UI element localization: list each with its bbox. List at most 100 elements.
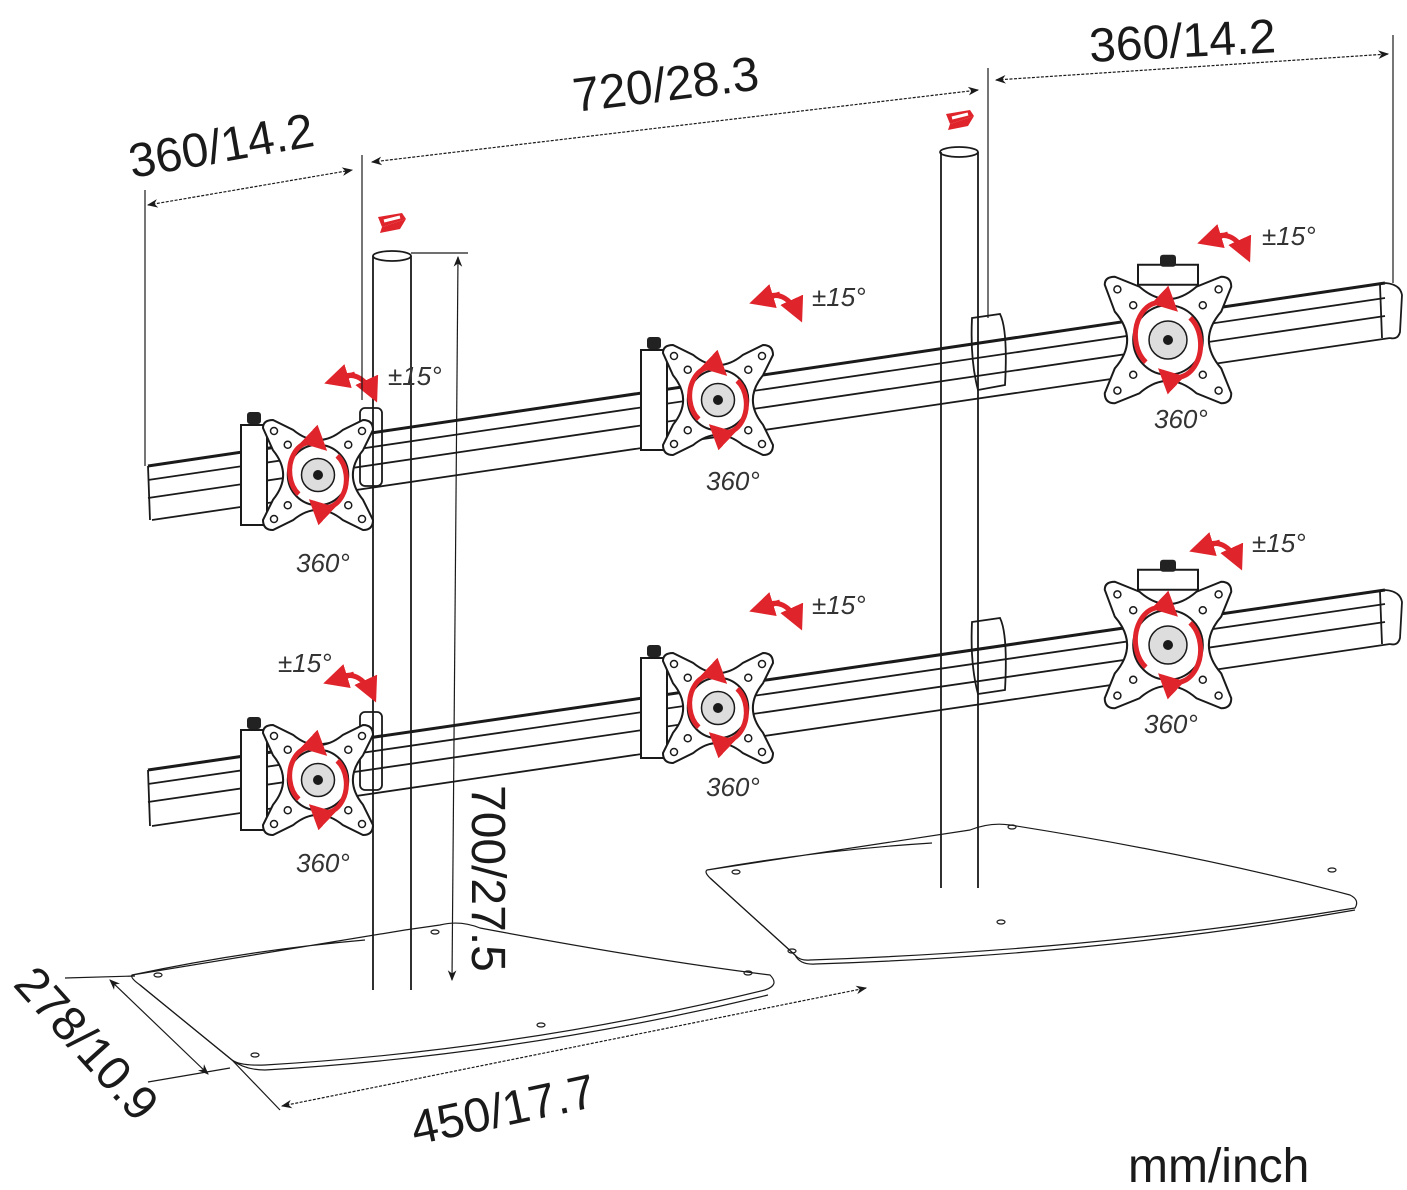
mount-bracket xyxy=(1137,263,1199,286)
screw-hole xyxy=(1128,675,1138,685)
base-width-dimension-arrow xyxy=(280,985,868,1109)
knob-icon xyxy=(247,717,261,729)
rotate-360-icon xyxy=(287,729,328,802)
screw-hole xyxy=(357,426,367,436)
rotation-label: 360° xyxy=(706,466,760,496)
screw-hole xyxy=(669,659,679,669)
screw-hole xyxy=(344,806,353,815)
tilt-label: ±15° xyxy=(1262,221,1316,251)
rotation-label: 360° xyxy=(1144,709,1198,739)
tilt-icon xyxy=(324,364,356,389)
rotate-360-icon xyxy=(708,378,749,451)
tilt-label: ±15° xyxy=(1252,528,1306,558)
tilt-icon xyxy=(749,592,781,617)
screw-hole xyxy=(669,439,679,449)
screw-hole xyxy=(269,819,279,829)
screw-hole xyxy=(757,351,767,361)
screw-hole xyxy=(1113,691,1122,700)
rotate-360-icon xyxy=(308,453,349,526)
pole-spacing-dimension-arrow xyxy=(370,86,980,166)
hub-center xyxy=(713,395,723,405)
knob-icon xyxy=(247,412,261,424)
rotate-360-icon xyxy=(308,758,349,831)
screw-hole xyxy=(1198,605,1208,615)
screw-hole xyxy=(669,351,679,361)
hub-center xyxy=(313,470,323,480)
screw-hole xyxy=(344,501,353,510)
screw-hole xyxy=(683,365,692,374)
knob-icon xyxy=(647,645,661,657)
screw-hole xyxy=(683,673,692,682)
unit-label: mm/inch xyxy=(1128,1140,1309,1190)
screw-hole xyxy=(757,659,767,669)
rotation-label: 360° xyxy=(296,848,350,878)
screw-hole xyxy=(1214,691,1223,700)
right-arm-dimension-label: 360/14.2 xyxy=(1088,10,1277,73)
tilt-label: ±15° xyxy=(812,282,866,312)
rotate-360-icon xyxy=(287,424,328,497)
right-pole-clamps xyxy=(970,313,1007,696)
screw-hole xyxy=(357,731,367,741)
rotate-360-icon xyxy=(687,349,728,422)
screw-hole xyxy=(757,439,767,449)
rotate-360-icon xyxy=(1158,621,1204,700)
screw-hole xyxy=(1214,590,1223,599)
screw-hole xyxy=(757,747,767,757)
screw-hole xyxy=(283,806,292,815)
knob-icon xyxy=(1160,254,1176,267)
rotate-360-icon xyxy=(687,657,728,730)
screw-hole xyxy=(344,745,353,754)
tilt-icon xyxy=(749,284,781,309)
screw-hole xyxy=(1214,386,1223,395)
mount-top-center: ±15° 360° xyxy=(640,282,866,496)
hub-center xyxy=(1163,335,1173,345)
screw-hole xyxy=(283,440,292,449)
vesa-mounts: ±15° 360° ±15° 360° ±15° 360° ±15° 360° ±15° 360°… xyxy=(240,221,1316,878)
mount-top-right: ±15° 360° xyxy=(1103,221,1316,434)
screw-hole xyxy=(1113,285,1122,294)
rotate-360-icon xyxy=(1132,285,1178,364)
rotation-label: 360° xyxy=(296,548,350,578)
mount-bracket xyxy=(240,729,268,831)
screw-hole xyxy=(669,747,679,757)
pole-spacing-dimension-label: 720/28.3 xyxy=(570,48,762,123)
screw-hole xyxy=(344,440,353,449)
left-arm-dimension-arrow xyxy=(146,167,354,208)
tilt-icon xyxy=(323,664,355,689)
right-pole xyxy=(939,146,979,888)
screw-hole xyxy=(283,745,292,754)
left-arm-dimension-label: 360/14.2 xyxy=(125,104,318,189)
screw-hole xyxy=(269,514,279,524)
rotation-label: 360° xyxy=(1154,404,1208,434)
knob-icon xyxy=(647,337,661,349)
pole-height-dimension-arrow xyxy=(447,255,463,982)
screw-hole xyxy=(744,426,753,435)
rotate-360-icon xyxy=(708,686,749,759)
dimension-lines xyxy=(64,35,1394,1111)
mount-bracket xyxy=(240,424,268,526)
tilt-label: ±15° xyxy=(278,648,332,678)
rotate-360-icon xyxy=(1132,590,1178,669)
screw-hole xyxy=(269,731,279,741)
tilt-label: ±15° xyxy=(812,590,866,620)
mount-bottom-right: ±15° 360° xyxy=(1103,528,1306,739)
mount-bottom-left: ±15° 360° xyxy=(240,648,378,878)
screw-hole xyxy=(1128,300,1138,310)
screw-hole xyxy=(683,734,692,743)
base-depth-dimension-arrow xyxy=(109,979,209,1075)
screw-hole xyxy=(744,365,753,374)
right-base-plate xyxy=(705,823,1358,965)
mount-top-left: ±15°360° xyxy=(240,361,442,578)
screw-hole xyxy=(357,514,367,524)
tilt-icon xyxy=(1189,532,1221,557)
base-depth-dimension-label: 278/10.9 xyxy=(4,957,168,1131)
rotate-360-icon xyxy=(1158,316,1204,395)
tilt-icon xyxy=(1197,224,1229,249)
screw-hole xyxy=(1113,386,1122,395)
screw-hole xyxy=(1128,370,1138,380)
screw-hole xyxy=(744,673,753,682)
pole-height-dimension-label: 700/27.5 xyxy=(461,785,514,972)
mount-bracket xyxy=(640,349,668,451)
